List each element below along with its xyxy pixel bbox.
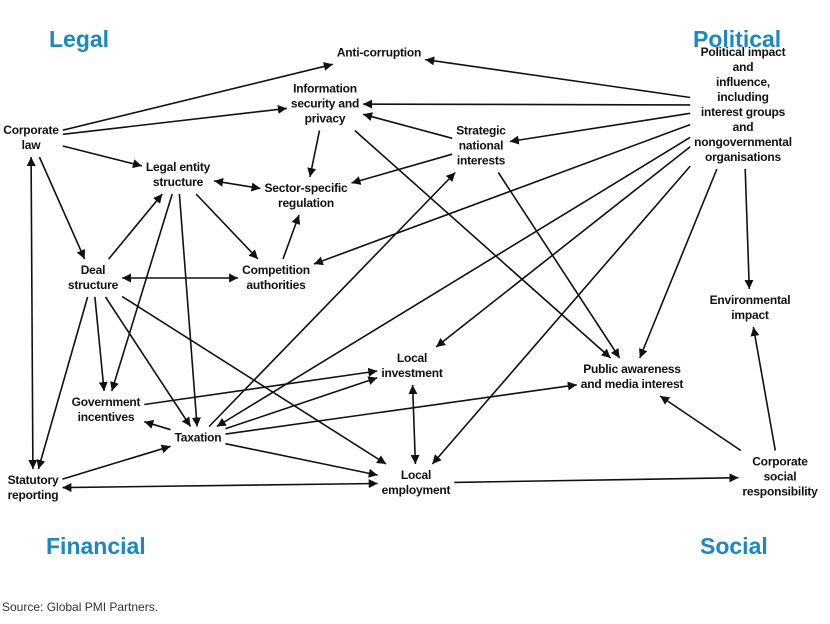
category-legal: Legal — [49, 26, 110, 52]
arrow-deal-structure-to-statutory — [36, 296, 89, 470]
arrow-local-investment-to-local-employment — [408, 384, 420, 465]
arrow-strategic-interests-to-sector-regulation — [351, 153, 453, 185]
node-anti-corruption: Anti-corruption — [336, 45, 422, 60]
node-corporate-law: Corporate law — [3, 123, 59, 152]
arrow-statutory-to-local-employment — [62, 479, 378, 492]
arrow-legal-entity-to-sector-regulation — [213, 177, 261, 192]
arrow-strategic-interests-to-info-security — [362, 112, 453, 140]
arrow-taxation-to-public-awareness — [225, 381, 577, 435]
arrow-taxation-to-local-investment — [225, 376, 378, 430]
arrow-deal-structure-to-gov-incentives — [94, 296, 108, 392]
arrow-taxation-to-strategic-interests — [208, 171, 456, 428]
arrow-csr-to-public-awareness — [659, 395, 742, 452]
arrow-political-impact-to-competition — [313, 123, 691, 266]
node-legal-entity-structure: Legal entity structure — [145, 160, 211, 189]
arrow-corporate-law-to-statutory — [26, 156, 38, 470]
category-financial: Financial — [46, 533, 146, 559]
arrow-info-security-to-public-awareness — [354, 129, 612, 359]
arrow-legal-entity-to-taxation — [178, 193, 201, 427]
node-strategic-national-interests: Strategic national interests — [456, 123, 506, 168]
connection-arrows — [26, 56, 777, 492]
category-political: Political — [693, 26, 782, 52]
node-environmental-impact: Environmental impact — [709, 293, 791, 322]
arrow-corporate-law-to-deal-structure — [38, 156, 86, 260]
category-social: Social — [700, 533, 768, 559]
arrow-statutory-to-taxation — [62, 444, 171, 480]
node-local-investment: Local investment — [381, 351, 443, 380]
node-public-awareness: Public awareness and media interest — [580, 362, 684, 391]
arrow-taxation-to-gov-incentives — [144, 420, 171, 431]
arrow-deal-structure-to-taxation — [104, 296, 192, 427]
node-sector-specific-regulation: Sector-specific regulation — [264, 181, 348, 210]
arrow-deal-structure-to-legal-entity — [108, 193, 163, 260]
arrow-political-impact-to-environmental — [744, 168, 754, 290]
arrow-political-impact-to-local-investment — [435, 146, 691, 348]
arrow-political-impact-to-anti-corruption — [425, 56, 691, 99]
node-local-employment: Local employment — [381, 468, 451, 497]
arrow-competition-to-sector-regulation — [282, 214, 301, 260]
node-corporate-social-responsibility: Corporate social responsibility — [742, 454, 818, 499]
arrow-political-impact-to-strategic-interests — [509, 112, 691, 145]
arrow-political-impact-to-taxation — [216, 136, 691, 428]
arrow-gov-incentives-to-local-investment — [144, 367, 378, 406]
arrow-corporate-law-to-info-security — [62, 104, 287, 136]
node-government-incentives: Government incentives — [71, 395, 141, 424]
arrow-political-impact-to-public-awareness — [639, 168, 718, 359]
source-caption: Source: Global PMI Partners. — [2, 600, 159, 614]
arrow-local-employment-to-csr — [454, 473, 739, 484]
arrow-corporate-law-to-anti-corruption — [62, 62, 333, 131]
arrow-legal-entity-to-gov-incentives — [110, 193, 173, 392]
arrow-legal-entity-to-competition — [195, 193, 259, 260]
arrow-csr-to-environmental — [750, 326, 777, 451]
arrow-strategic-interests-to-public-awareness — [497, 172, 621, 359]
arrow-info-security-to-sector-regulation — [307, 130, 321, 178]
node-statutory-reporting: Statutory reporting — [7, 473, 59, 502]
arrow-corporate-law-to-legal-entity — [62, 145, 143, 169]
arrow-taxation-to-local-employment — [225, 442, 378, 478]
arrow-political-impact-to-info-security — [363, 99, 691, 109]
node-competition-authorities: Competition authorities — [242, 263, 310, 292]
node-information-security: Information security and privacy — [290, 81, 360, 126]
node-political-impact: Political impact and influence, includin… — [694, 45, 792, 164]
node-taxation: Taxation — [174, 430, 222, 445]
node-deal-structure: Deal structure — [67, 263, 119, 292]
